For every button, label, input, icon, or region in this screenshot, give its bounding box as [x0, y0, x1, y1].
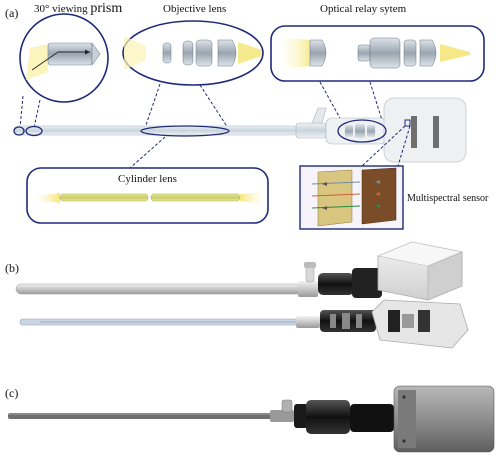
objective-callout [122, 20, 264, 86]
assembled-tube [15, 283, 303, 295]
cylinder-rod-2 [150, 193, 241, 202]
relay-callout [270, 25, 485, 82]
assembled-coupler [318, 273, 354, 295]
multispectral-sensor-label: Multispectral sensor [407, 193, 489, 204]
cylinder-highlight [140, 125, 230, 137]
endoscope-assembly [13, 97, 467, 163]
sensor-housing [383, 97, 467, 163]
assembled-endoscope-render [15, 241, 464, 301]
cylinder-rod-1 [59, 193, 149, 202]
objective-lens-label: Objective lens [163, 3, 226, 15]
prism-label: 30° viewing prism [34, 1, 122, 16]
relay-system-label: Optical relay sytem [320, 3, 407, 15]
light-port [311, 107, 327, 124]
prism-label-word: prism [90, 1, 122, 16]
filter-layer [317, 169, 353, 227]
sensor-callout [299, 165, 404, 230]
panel-label-c: (c) [5, 386, 18, 400]
prism-label-prefix: 30° viewing [34, 3, 90, 15]
relay-highlight [337, 119, 387, 143]
cutaway-endoscope-render [19, 299, 469, 349]
prototype-camera-body [393, 385, 495, 453]
sensor-layer [361, 167, 397, 225]
prototype-tube [8, 413, 280, 419]
prism-highlight [13, 126, 25, 136]
panel-label-b: (b) [5, 261, 19, 275]
cylinder-lens-label: Cylinder lens [118, 173, 177, 185]
sensor-highlight [404, 119, 411, 127]
objective-highlight [25, 125, 43, 137]
cylinder-callout [26, 167, 269, 224]
prism-callout [19, 13, 109, 103]
panel-label-a: (a) [5, 6, 18, 20]
prototype-lens-barrel [306, 400, 350, 434]
prototype-photo [8, 385, 495, 453]
